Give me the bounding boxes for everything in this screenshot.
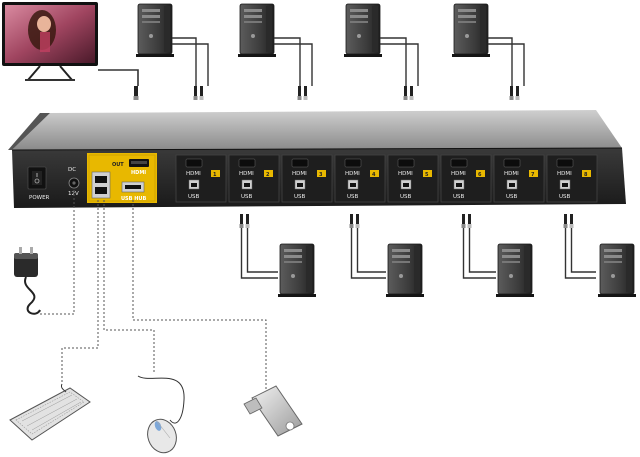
input-port-bay: HDMI 3 USB bbox=[281, 154, 333, 203]
power-label: POWER bbox=[29, 195, 50, 201]
hdmi-port[interactable] bbox=[291, 158, 309, 168]
hdmi-port-label: HDMI bbox=[398, 171, 413, 177]
input-port-bay: HDMI 6 USB bbox=[440, 154, 492, 203]
hdmi-port-label: HDMI bbox=[345, 171, 360, 177]
usb-port-label: USB bbox=[506, 194, 518, 200]
input-port-bay: HDMI 5 USB bbox=[387, 154, 439, 203]
input-port-bay: HDMI 8 USB bbox=[546, 154, 598, 203]
computer-tower-icon bbox=[237, 3, 313, 100]
power-adapter-icon bbox=[14, 247, 41, 315]
hdmi-port[interactable] bbox=[185, 158, 203, 168]
voltage-label: 12V bbox=[68, 191, 79, 197]
out-label: OUT bbox=[112, 162, 124, 168]
port-number: 7 bbox=[531, 172, 535, 178]
hdmi-port-label: HDMI bbox=[557, 171, 572, 177]
usb-port-label: USB bbox=[241, 194, 253, 200]
usb-port-label: USB bbox=[559, 194, 571, 200]
monitor-icon bbox=[2, 2, 98, 81]
hdmi-port[interactable] bbox=[397, 158, 415, 168]
hdmi-out-port[interactable] bbox=[129, 159, 149, 167]
dc-label: DC bbox=[68, 167, 76, 173]
hdmi-port[interactable] bbox=[344, 158, 362, 168]
computer-tower-icon bbox=[343, 3, 419, 100]
port-number: 6 bbox=[478, 172, 482, 178]
peripheral-cables bbox=[39, 190, 267, 392]
usb-hub-port[interactable] bbox=[121, 181, 145, 193]
usb-port-label: USB bbox=[453, 194, 465, 200]
usb-port-label: USB bbox=[347, 194, 359, 200]
computer-tower-icon bbox=[349, 214, 425, 298]
hdmi-port[interactable] bbox=[238, 158, 256, 168]
hdmi-out-plug bbox=[133, 86, 139, 100]
port-number: 1 bbox=[213, 172, 217, 178]
hdmi-port-label: HDMI bbox=[451, 171, 466, 177]
usb-hub-label: USB HUB bbox=[121, 196, 146, 202]
input-port-bay: HDMI 4 USB bbox=[334, 154, 386, 203]
port-number: 2 bbox=[266, 172, 270, 178]
input-port-bay: HDMI 2 USB bbox=[228, 154, 280, 203]
port-number: 8 bbox=[584, 172, 588, 178]
port-number: 3 bbox=[319, 172, 323, 178]
hdmi-port[interactable] bbox=[450, 158, 468, 168]
hdmi-port[interactable] bbox=[503, 158, 521, 168]
hdmi-port-label: HDMI bbox=[239, 171, 254, 177]
power-switch[interactable] bbox=[27, 166, 47, 190]
hdmi-out-label: HDMI bbox=[131, 170, 146, 176]
input-port-bay: HDMI 7 USB bbox=[493, 154, 545, 203]
usb-port-label: USB bbox=[400, 194, 412, 200]
computer-tower-icon bbox=[239, 214, 317, 298]
computer-tower-icon bbox=[451, 3, 525, 100]
usb-keyboard-mouse-ports[interactable] bbox=[91, 171, 111, 199]
hdmi-port[interactable] bbox=[556, 158, 574, 168]
computer-tower-icon bbox=[135, 3, 209, 100]
usb-flash-drive-icon bbox=[243, 385, 303, 437]
usb-port-label: USB bbox=[188, 194, 200, 200]
computer-tower-icon bbox=[461, 214, 535, 298]
usb-port-label: USB bbox=[294, 194, 306, 200]
port-number: 4 bbox=[372, 172, 376, 178]
hdmi-port-label: HDMI bbox=[186, 171, 201, 177]
port-number: 5 bbox=[425, 172, 429, 178]
dc-power-jack[interactable] bbox=[68, 177, 80, 189]
input-port-bay: HDMI 1 USB bbox=[175, 154, 227, 203]
mouse-icon bbox=[137, 375, 185, 454]
keyboard-icon bbox=[9, 383, 91, 441]
hdmi-port-label: HDMI bbox=[292, 171, 307, 177]
hdmi-port-label: HDMI bbox=[504, 171, 519, 177]
computer-tower-icon bbox=[563, 214, 637, 298]
